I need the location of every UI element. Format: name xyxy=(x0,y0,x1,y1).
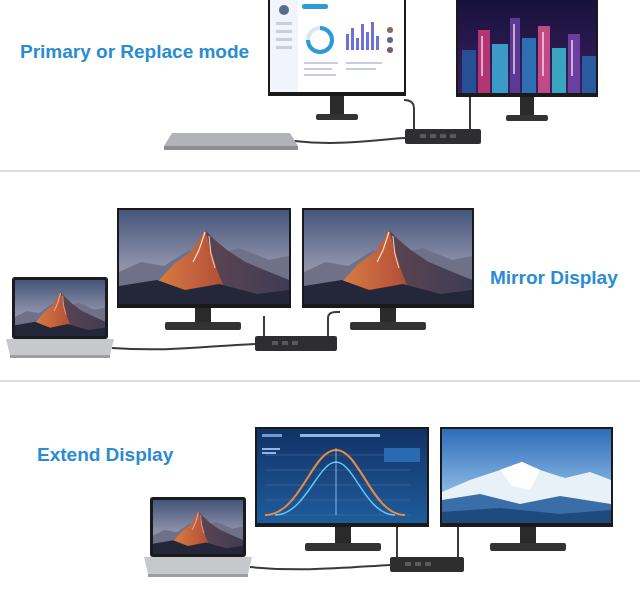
laptop xyxy=(144,497,252,577)
cable xyxy=(294,97,470,143)
section-divider xyxy=(0,171,640,381)
monitor xyxy=(302,208,474,330)
monitor xyxy=(268,0,406,120)
section-heading: Mirror Display xyxy=(490,267,618,289)
docking-station xyxy=(255,336,337,351)
docking-station xyxy=(405,129,481,144)
monitor xyxy=(255,427,429,551)
monitor xyxy=(440,427,613,551)
docking-station xyxy=(390,557,464,572)
section-heading: Primary or Replace mode xyxy=(20,41,249,63)
section-heading: Extend Display xyxy=(37,444,173,466)
laptop xyxy=(6,277,114,358)
laptop-closed xyxy=(164,133,298,150)
cable xyxy=(250,527,458,569)
monitor xyxy=(117,208,291,330)
monitor xyxy=(456,0,598,121)
